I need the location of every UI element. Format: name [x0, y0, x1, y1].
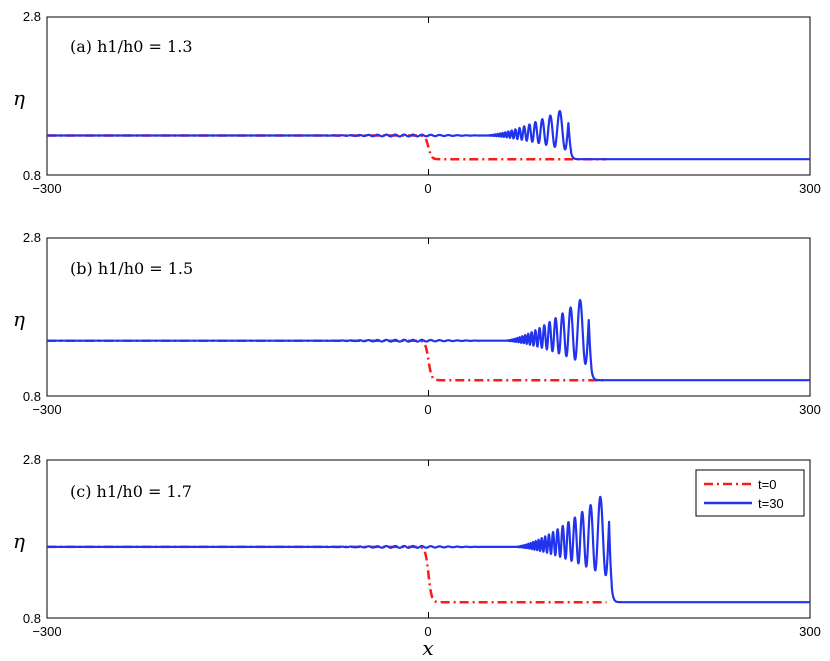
x-tick-label-zero: 0 — [424, 181, 431, 196]
plot-frame — [46, 237, 811, 397]
y-axis-label: η — [13, 529, 25, 553]
panel-annotation: (c) h1/h0 = 1.7 — [70, 482, 192, 501]
y-axis-max-label: 2.8 — [23, 9, 41, 24]
x-tick-label-right: 300 — [799, 181, 821, 196]
series-t30-line — [46, 109, 811, 161]
x-tick-label-left: −300 — [32, 402, 61, 417]
legend-box — [695, 469, 805, 517]
x-tick-label-zero: 0 — [424, 402, 431, 417]
x-tick-label-right: 300 — [799, 402, 821, 417]
x-tick-label-left: −300 — [32, 181, 61, 196]
y-axis-min-label: 0.8 — [23, 611, 41, 626]
x-tick-label-left: −300 — [32, 624, 61, 639]
y-axis-max-label: 2.8 — [23, 452, 41, 467]
legend: t=0 t=30 — [695, 469, 805, 517]
legend-label-t0: t=0 — [758, 477, 776, 492]
plot-frame — [46, 16, 811, 176]
y-axis-label: η — [13, 86, 25, 110]
series-t30-line — [46, 495, 811, 604]
x-tick-label-right: 300 — [799, 624, 821, 639]
series-t30-line — [46, 298, 811, 382]
y-axis-min-label: 0.8 — [23, 168, 41, 183]
panel-annotation: (a) h1/h0 = 1.3 — [70, 37, 193, 56]
y-axis-label: η — [13, 307, 25, 331]
plot-frame — [46, 459, 811, 619]
y-axis-max-label: 2.8 — [23, 230, 41, 245]
legend-label-t30: t=30 — [758, 496, 784, 511]
panel-a: 2.8 0.8 −300 0 300 η (a) h1/h0 = 1.3 — [13, 9, 821, 196]
panel-annotation: (b) h1/h0 = 1.5 — [70, 259, 193, 278]
panel-b: 2.8 0.8 −300 0 300 η (b) h1/h0 = 1.5 — [13, 230, 821, 417]
x-axis-label: x — [422, 636, 433, 660]
panel-c: 2.8 0.8 −300 0 300 η (c) h1/h0 = 1.7 x t… — [13, 452, 821, 660]
x-tick-label-zero: 0 — [424, 624, 431, 639]
y-axis-min-label: 0.8 — [23, 389, 41, 404]
